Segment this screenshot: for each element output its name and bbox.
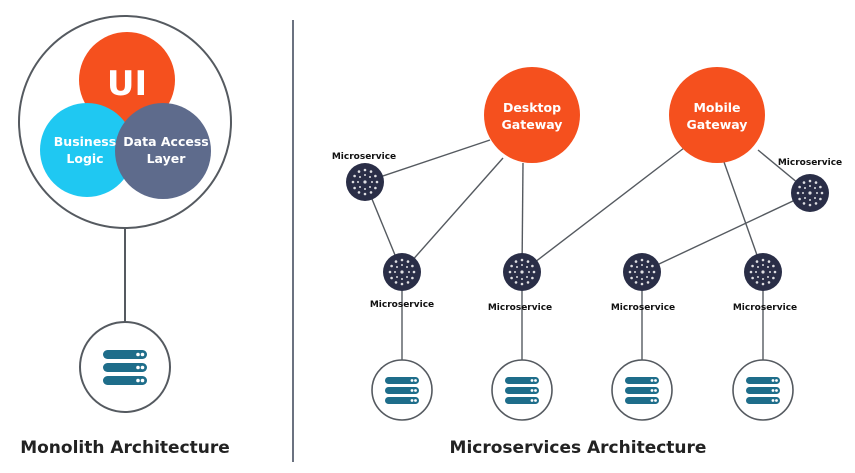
mobile-gateway-label-line1: Mobile xyxy=(693,100,740,115)
microservice-node xyxy=(623,253,661,291)
microservice-database xyxy=(371,359,433,421)
mobile-gateway-label-line2: Gateway xyxy=(687,117,748,132)
ui-label: UI xyxy=(107,64,147,104)
data-access-label-line1: Data Access xyxy=(123,134,208,149)
microservice-node xyxy=(503,253,541,291)
microservice-label: Microservice xyxy=(370,300,434,310)
database-icon xyxy=(103,350,147,385)
desktop-gateway xyxy=(484,67,580,163)
ui-circle xyxy=(79,32,175,128)
microservice-node xyxy=(346,163,384,201)
business-logic-label-line1: Business xyxy=(54,134,116,149)
microservice-node xyxy=(791,174,829,212)
microservice-label: Microservice xyxy=(611,303,675,313)
desktop-gateway-label-line1: Desktop xyxy=(503,100,561,115)
business-logic-label-line2: Logic xyxy=(66,151,103,166)
microservice-database xyxy=(732,359,794,421)
data-access-label-line2: Layer xyxy=(147,151,187,166)
microservice-label: Microservice xyxy=(778,158,842,168)
connection-lines xyxy=(364,139,811,385)
monolith-title: Monolith Architecture xyxy=(20,438,230,458)
microservice-node xyxy=(383,253,421,291)
microservice-label: Microservice xyxy=(488,303,552,313)
microservice-database xyxy=(491,359,553,421)
microservice-database xyxy=(611,359,673,421)
microservice-label: Microservice xyxy=(733,303,797,313)
microservices-title: Microservices Architecture xyxy=(450,438,707,458)
mobile-gateway xyxy=(669,67,765,163)
business-logic-circle xyxy=(40,103,134,197)
microservice-node xyxy=(744,253,782,291)
microservice-label: Microservice xyxy=(332,152,396,162)
desktop-gateway-label-line2: Gateway xyxy=(502,117,563,132)
data-access-circle xyxy=(115,103,211,199)
